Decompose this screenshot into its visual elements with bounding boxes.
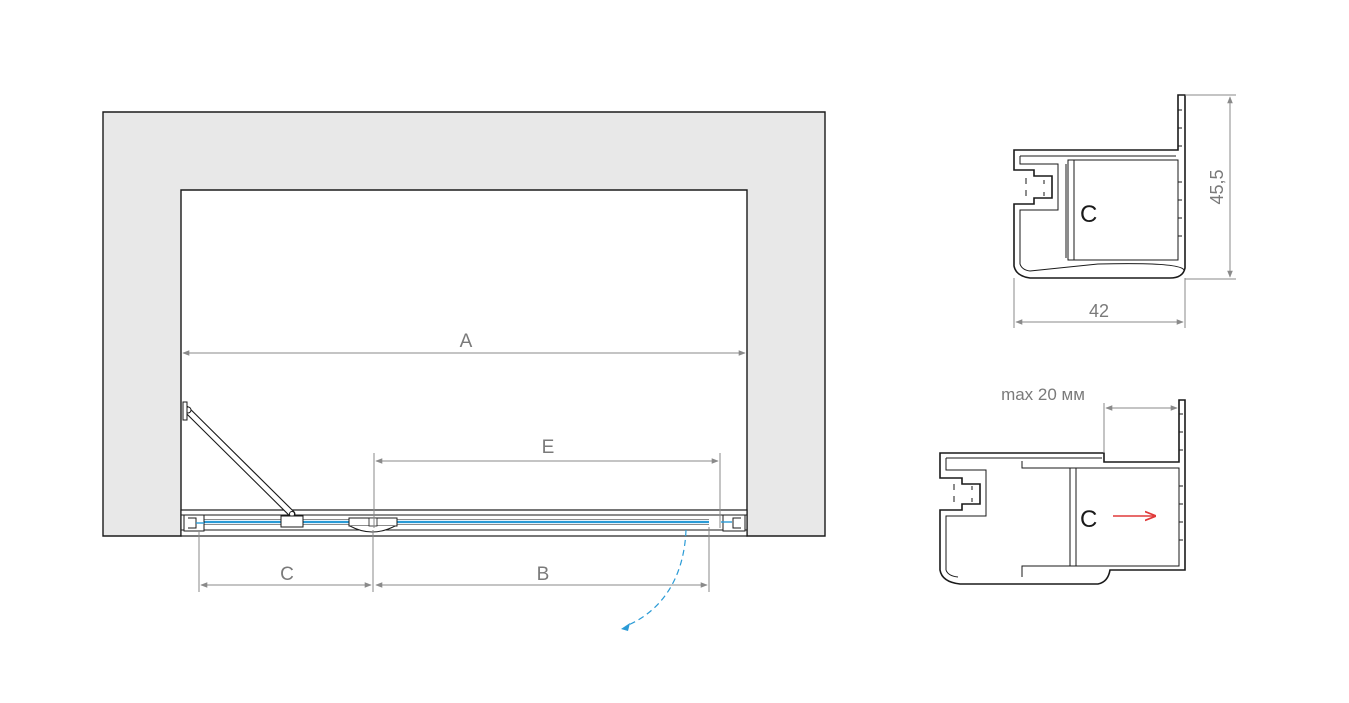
dimension-width: 42 bbox=[1013, 278, 1186, 328]
label-a: A bbox=[460, 331, 473, 352]
profile-section-bottom: C bbox=[939, 399, 1186, 585]
dimension-adjust: max 20 мм bbox=[1001, 385, 1178, 453]
dimension-height: 45,5 bbox=[1185, 94, 1236, 280]
stabilizer-bar bbox=[182, 401, 296, 518]
profile-outline-adjusted bbox=[939, 399, 1186, 585]
stabilizer-clamp bbox=[280, 515, 304, 528]
label-c: C bbox=[280, 564, 294, 585]
plan-view: A E C B bbox=[102, 111, 826, 631]
right-wall-bracket bbox=[721, 514, 746, 532]
dimension-e: E bbox=[373, 437, 721, 528]
adjust-label: max 20 мм bbox=[1001, 385, 1085, 404]
clip-glyph-icon-2: C bbox=[1080, 506, 1097, 533]
label-e: E bbox=[542, 437, 555, 458]
door-swing-arc bbox=[625, 529, 687, 627]
hinge bbox=[348, 517, 398, 533]
left-wall-bracket bbox=[183, 514, 205, 532]
profile-section-top: C bbox=[1013, 94, 1186, 279]
dimension-c: C bbox=[198, 530, 374, 592]
wall bbox=[102, 111, 826, 537]
dimension-a: A bbox=[182, 331, 746, 356]
swing-arrow-icon bbox=[621, 623, 630, 631]
dimension-b: B bbox=[375, 527, 710, 592]
height-label: 45,5 bbox=[1207, 169, 1227, 204]
width-label: 42 bbox=[1089, 301, 1109, 321]
clip-glyph-icon: C bbox=[1080, 201, 1097, 228]
label-b: B bbox=[537, 564, 550, 585]
profile-outline bbox=[1013, 94, 1186, 279]
